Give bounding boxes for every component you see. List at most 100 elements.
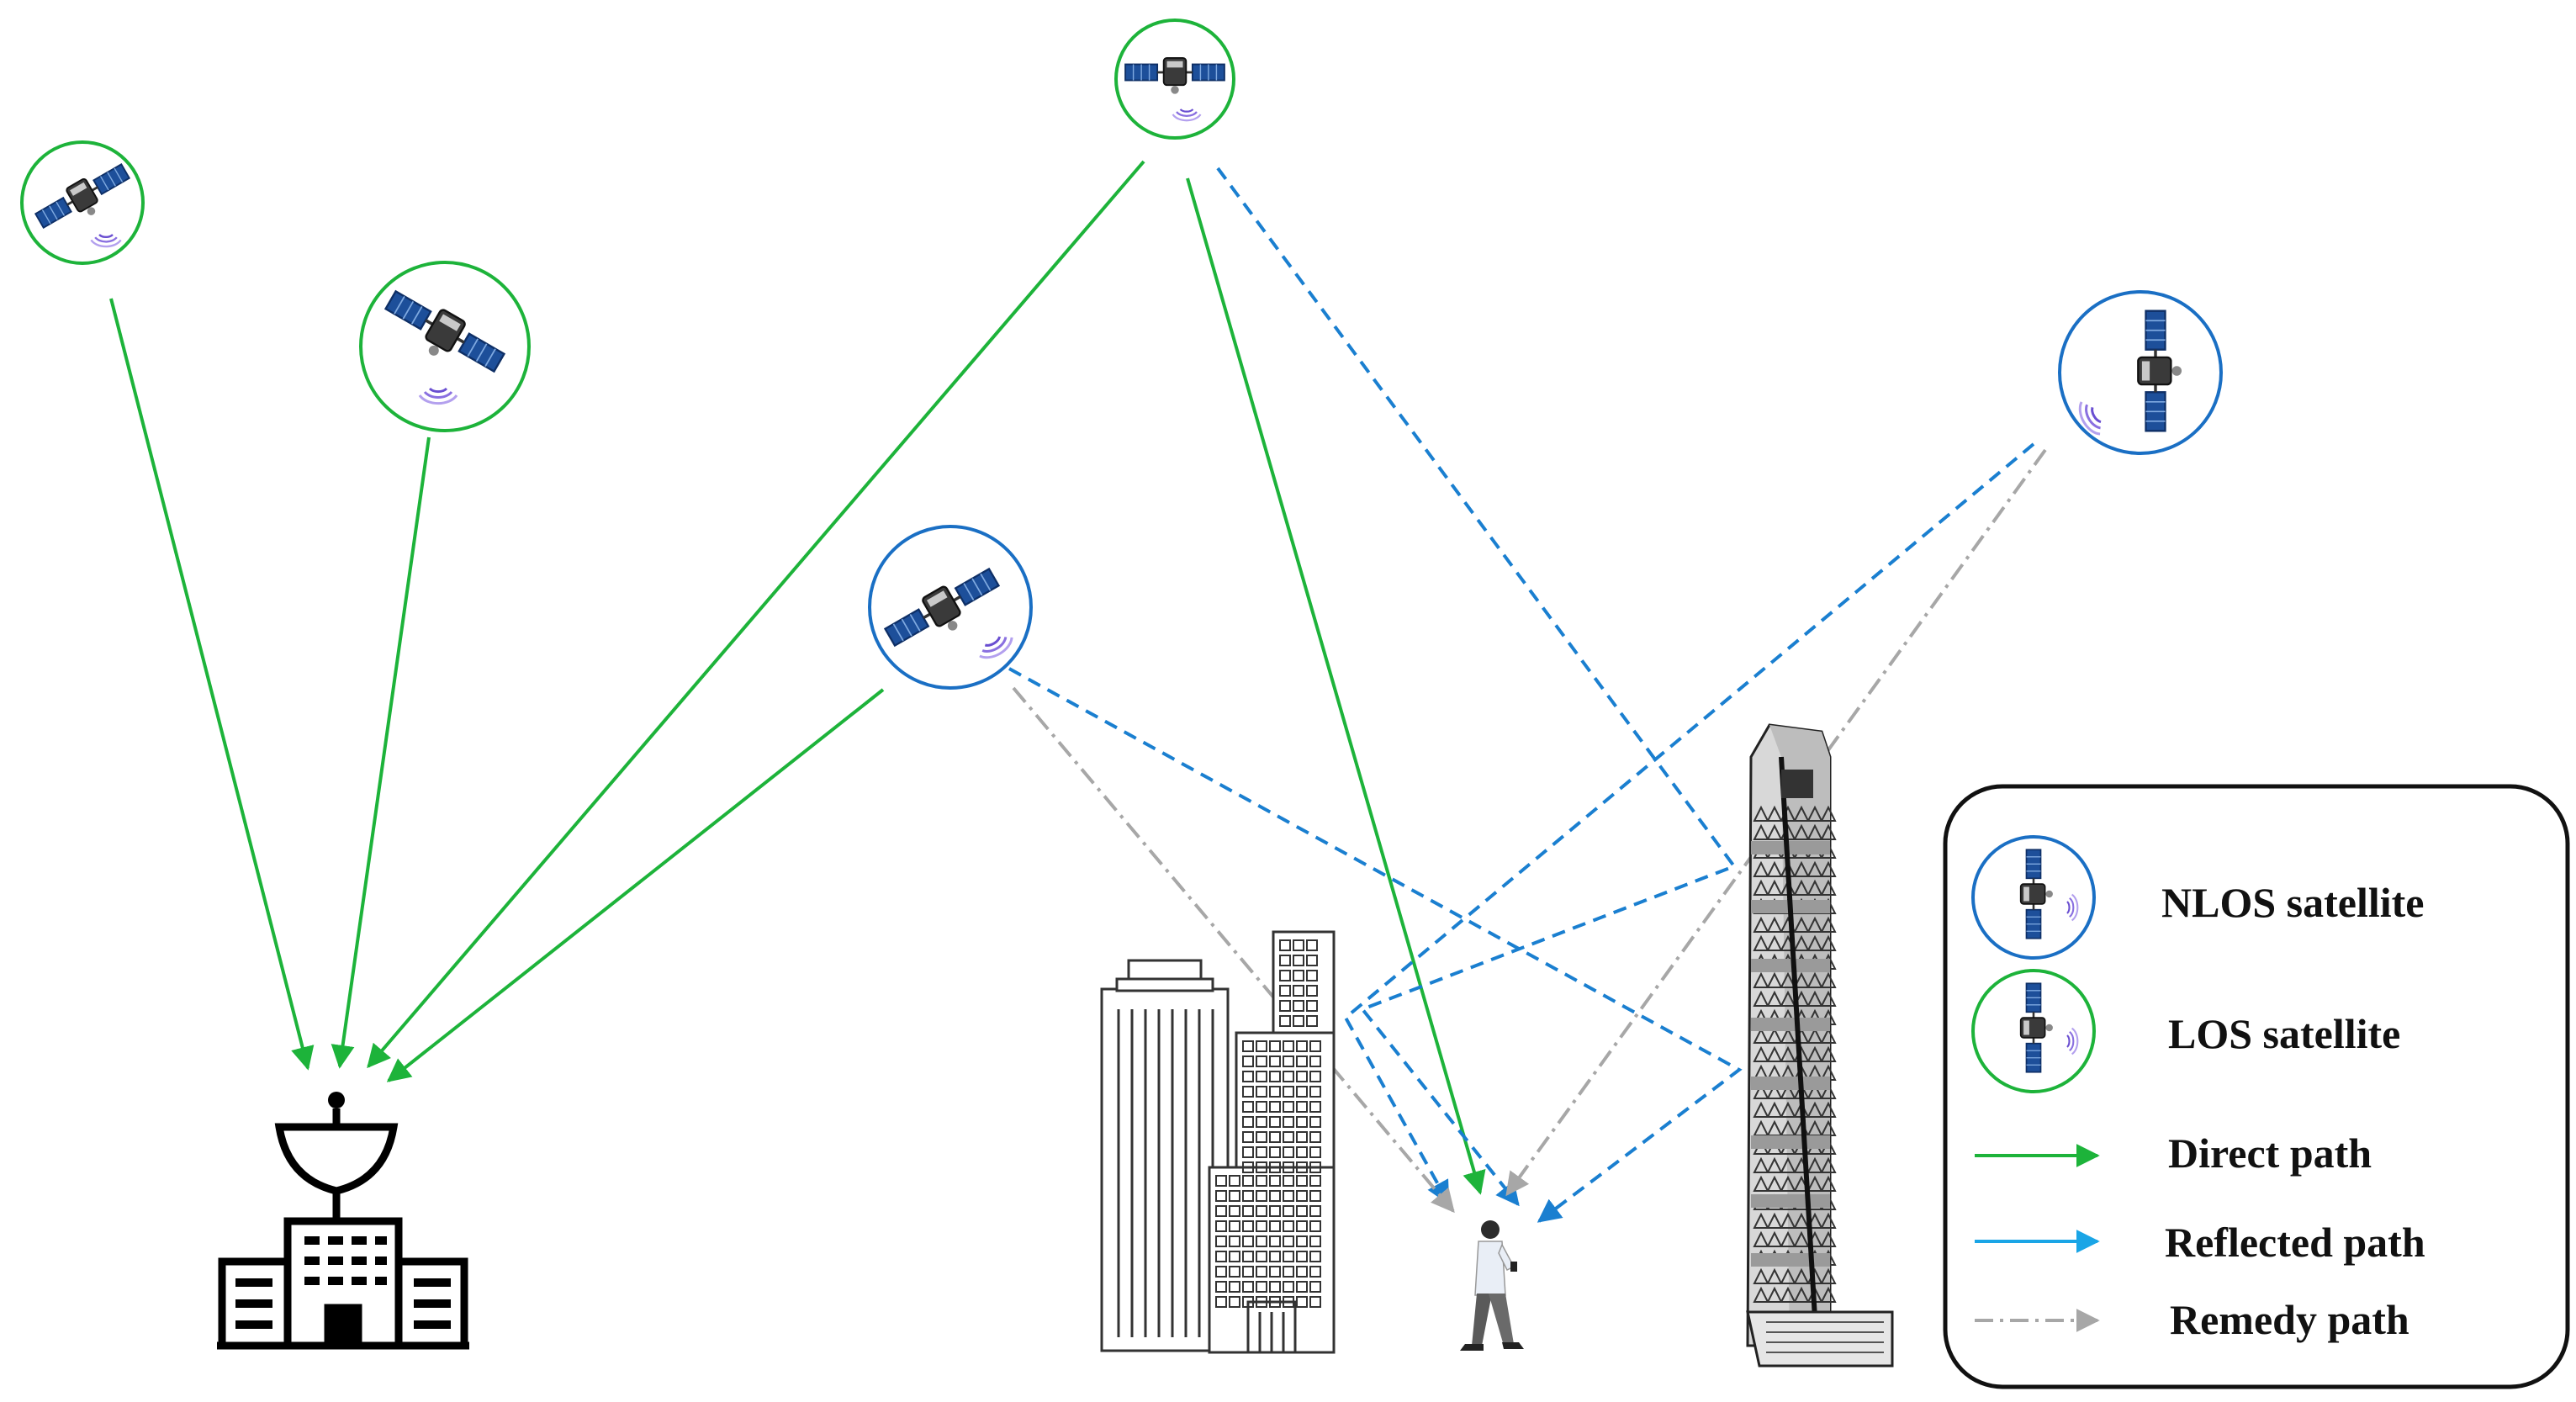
facade-panel <box>1766 823 1783 840</box>
facade-panel <box>1780 1045 1796 1062</box>
building-window <box>1283 1131 1294 1143</box>
facade-panel <box>1780 1267 1796 1284</box>
building-window <box>1256 1161 1267 1173</box>
building-window <box>1269 1131 1281 1143</box>
reflected-paths <box>1008 167 2035 1223</box>
building-window <box>1309 1040 1321 1052</box>
building-window <box>1309 1086 1321 1098</box>
facade-panel <box>1766 916 1783 933</box>
building-window <box>1269 1161 1281 1173</box>
office-building-windows <box>1215 939 1321 1308</box>
facade-panel <box>1806 860 1823 877</box>
facade-panel <box>1806 1027 1823 1044</box>
facade-panel <box>1820 860 1837 877</box>
facade-panel <box>1793 1212 1810 1229</box>
building-window <box>1296 1235 1308 1247</box>
direct-paths <box>109 160 1486 1195</box>
facade-panel <box>1820 1045 1837 1062</box>
building-window <box>1283 1190 1294 1202</box>
skyscraper-icon <box>1746 723 1894 1368</box>
satellite-c-icon <box>1108 13 1241 140</box>
building-window <box>1279 985 1291 997</box>
building-window <box>1256 1220 1267 1232</box>
building-window <box>1279 1000 1291 1012</box>
building-window <box>1309 1116 1321 1128</box>
building-window <box>1283 1220 1294 1232</box>
facade-panel <box>1780 1230 1796 1247</box>
building-window <box>1242 1146 1254 1158</box>
building-window <box>1242 1116 1254 1128</box>
building-window <box>1293 1015 1304 1027</box>
facade-panel <box>1780 990 1796 1007</box>
building-window <box>1215 1175 1227 1187</box>
legend-nlos-satellite-icon <box>1971 834 2096 960</box>
facade-panel <box>1753 971 1769 988</box>
building-window <box>1309 1266 1321 1278</box>
facade-panel <box>1820 879 1837 896</box>
ground-station-icon <box>217 1092 469 1350</box>
building-window <box>1296 1220 1308 1232</box>
building-window <box>1256 1296 1267 1308</box>
building-window <box>1296 1131 1308 1143</box>
building-window <box>1215 1296 1227 1308</box>
building-window <box>1293 955 1304 966</box>
facade-panel <box>1793 805 1810 822</box>
facade-panel <box>1753 1082 1769 1099</box>
building-window <box>1283 1235 1294 1247</box>
building-window <box>1242 1101 1254 1113</box>
building-window <box>1256 1205 1267 1217</box>
facade-panel <box>1766 1027 1783 1044</box>
building-window <box>1296 1086 1308 1098</box>
building-window <box>1242 1190 1254 1202</box>
facade-panel <box>1820 971 1837 988</box>
direct-path-sat-b <box>331 436 431 1069</box>
legend-remedy-label: Remedy path <box>2170 1296 2409 1343</box>
facade-panel <box>1766 1101 1783 1118</box>
building-window <box>1306 970 1318 981</box>
legend-nlos-label: NLOS satellite <box>2161 879 2424 926</box>
facade-panel <box>1806 879 1823 896</box>
building-window <box>1269 1251 1281 1262</box>
facade-panel <box>1753 805 1769 822</box>
legend-los-satellite-icon <box>1971 968 2096 1093</box>
building-window <box>1283 1071 1294 1082</box>
building-window <box>1296 1040 1308 1052</box>
building-window <box>1293 939 1304 951</box>
building-window <box>1269 1040 1281 1052</box>
facade-panel <box>1806 1156 1823 1173</box>
facade-panel <box>1820 805 1837 822</box>
building-window <box>1309 1071 1321 1082</box>
facade-band <box>1751 1194 1830 1208</box>
building-window <box>1229 1251 1240 1262</box>
building-window <box>1283 1055 1294 1067</box>
building-window <box>1306 985 1318 997</box>
facade-panel <box>1753 1267 1769 1284</box>
facade-panel <box>1793 823 1810 840</box>
building-window <box>1269 1055 1281 1067</box>
building-window <box>1215 1235 1227 1247</box>
building-window <box>1309 1101 1321 1113</box>
facade-panel <box>1780 1212 1796 1229</box>
building-window <box>1242 1266 1254 1278</box>
building-window <box>1242 1296 1254 1308</box>
facade-panel <box>1766 879 1783 896</box>
facade-panel <box>1793 916 1810 933</box>
facade-panel <box>1806 1175 1823 1192</box>
building-window <box>1229 1266 1240 1278</box>
facade-panel <box>1820 1082 1837 1099</box>
building-window <box>1256 1040 1267 1052</box>
building-window <box>1283 1205 1294 1217</box>
building-window <box>1296 1161 1308 1173</box>
building-window <box>1269 1116 1281 1128</box>
facade-panel <box>1820 1267 1837 1284</box>
building-window <box>1309 1161 1321 1173</box>
building-window <box>1256 1086 1267 1098</box>
building-window <box>1296 1071 1308 1082</box>
building-window <box>1256 1266 1267 1278</box>
facade-panel <box>1820 1156 1837 1173</box>
building-window <box>1283 1040 1294 1052</box>
facade-panel <box>1766 1045 1783 1062</box>
building-window <box>1256 1190 1267 1202</box>
building-window <box>1269 1086 1281 1098</box>
building-window <box>1296 1175 1308 1187</box>
